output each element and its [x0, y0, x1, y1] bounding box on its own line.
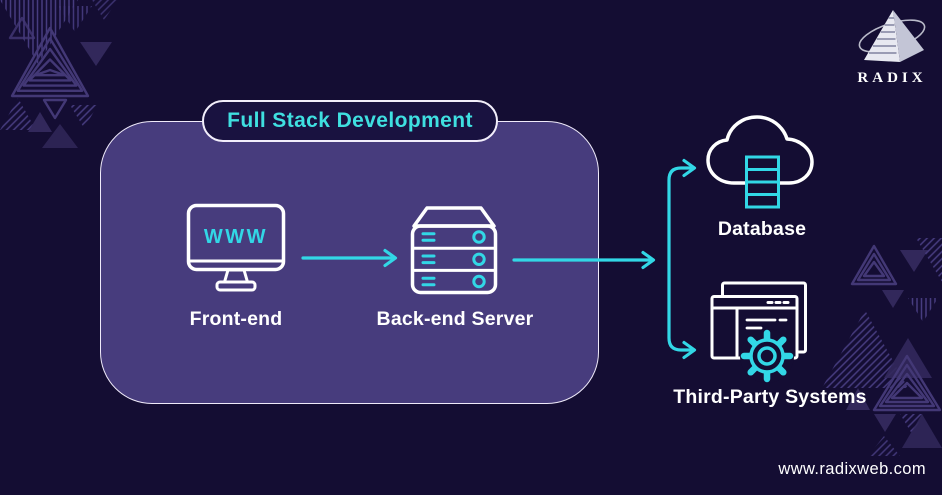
monitor-screen-text: WWW [203, 226, 269, 248]
server-icon [410, 206, 498, 295]
outline-triangle [34, 68, 67, 77]
solid-triangle [42, 124, 78, 148]
server-port [472, 252, 486, 266]
striped-triangle [908, 298, 938, 322]
solid-triangle [846, 388, 870, 410]
gear-ring [749, 338, 785, 374]
arrowhead-to-database [682, 158, 697, 178]
striped-triangle [0, 0, 78, 64]
pyramid-left-face [864, 10, 900, 62]
radix-logo-icon [858, 10, 926, 62]
database-label: Database [717, 218, 807, 240]
website-url: www.radixweb.com [778, 460, 926, 478]
fullstack-panel [100, 121, 599, 404]
thirdparty-label: Third-Party Systems [673, 386, 867, 408]
browser-windows-icon [710, 281, 807, 383]
outline-triangle [872, 354, 942, 412]
striped-triangle [900, 414, 924, 434]
striped-triangle [70, 105, 98, 128]
outline-triangle [10, 26, 90, 98]
solid-triangle [882, 290, 904, 308]
arrowhead [641, 250, 656, 270]
decorative-triangles-left [0, 0, 118, 148]
striped-triangle [92, 0, 118, 20]
title-text: Full Stack Development [227, 109, 473, 132]
outline-triangle [16, 37, 84, 93]
gear-icon [740, 329, 794, 383]
outline-triangle [890, 381, 924, 400]
backend-label: Back-end Server [376, 308, 534, 330]
cloud-outline [706, 115, 814, 185]
outline-triangle [884, 372, 930, 404]
title-badge: Full Stack Development [202, 100, 498, 142]
striped-triangle [58, 6, 92, 32]
striped-triangle [916, 238, 942, 282]
pyramid-steps [869, 17, 897, 54]
striped-triangle [822, 310, 908, 388]
server-top [412, 206, 496, 228]
server-body [410, 224, 498, 295]
outline-triangle [878, 363, 936, 408]
server-port [472, 230, 486, 244]
frontend-label: Front-end [189, 308, 283, 330]
monitor-stand [223, 268, 249, 284]
monitor-icon [186, 203, 286, 292]
gear-hub [757, 346, 777, 366]
solid-triangle [900, 250, 928, 272]
solid-triangle [902, 414, 942, 448]
striped-triangle [868, 436, 900, 456]
striped-triangle [0, 98, 36, 130]
branch-trunk [667, 166, 694, 352]
server-port [472, 274, 486, 289]
decorative-triangles-right [822, 238, 942, 456]
outline-triangle [28, 58, 72, 82]
pyramid-right-face [893, 10, 924, 62]
solid-triangle [28, 112, 52, 132]
arrowhead-to-thirdparty [682, 340, 697, 360]
cloud-database-icon [706, 115, 814, 209]
monitor-base [215, 280, 257, 292]
outline-triangle [856, 252, 892, 282]
solid-triangle [80, 42, 112, 66]
radix-logo-text: RADIX [857, 70, 927, 86]
outline-triangle [22, 47, 78, 87]
outline-triangle [862, 260, 886, 278]
outline-triangle [850, 244, 898, 286]
solid-triangle [874, 414, 896, 432]
outline-triangle [42, 98, 68, 120]
outline-triangle [8, 16, 36, 40]
